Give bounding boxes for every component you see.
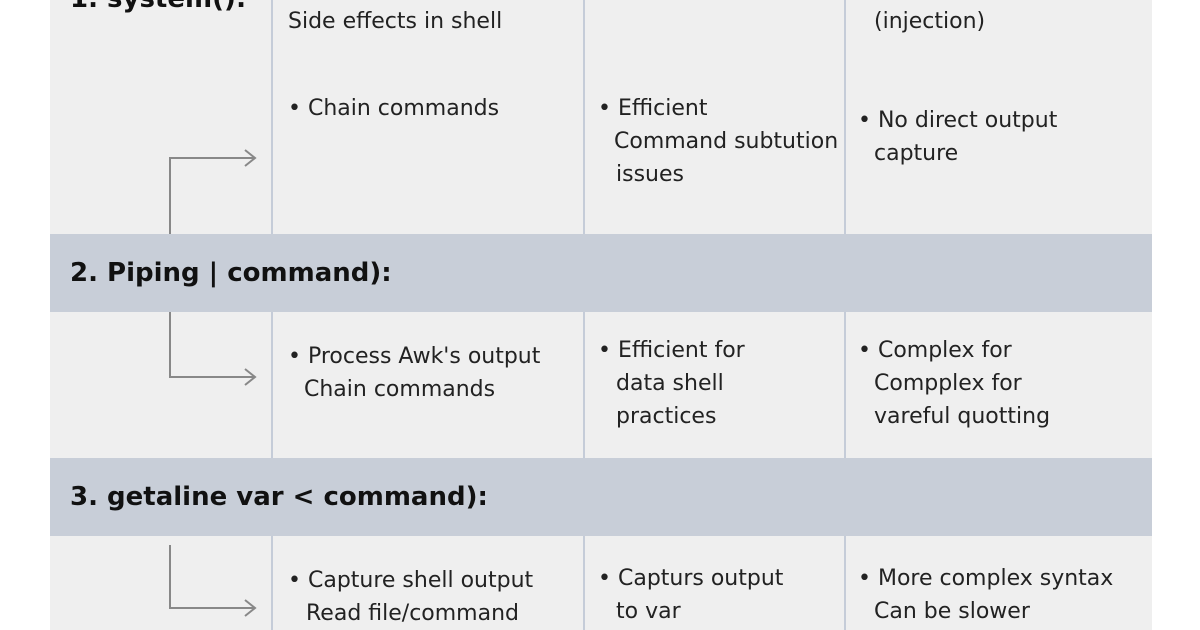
cell-line: Compplex for [874, 371, 1022, 396]
cell-line: Can be slower [874, 599, 1030, 624]
divider [271, 312, 273, 458]
cell-line: Chain commands [304, 377, 496, 402]
cell-line: data shell [616, 371, 724, 396]
cell: Side effects in shell • Chain commands [288, 5, 502, 125]
cell: (injection) • No direct output capture [858, 5, 1057, 170]
divider [583, 0, 585, 234]
section-2-title: 2. Piping | command): [70, 258, 392, 288]
cell-line: • Capturs output [598, 566, 784, 591]
divider [583, 312, 585, 458]
cell-line: (injection) [874, 9, 986, 34]
cell-line: Side effects in shell [288, 9, 503, 34]
section-3-title: 3. getaline var < command): [70, 482, 488, 512]
cell-line: • Efficient for [598, 338, 745, 363]
cell-line: Command subtution [614, 129, 839, 154]
section-1-title: 1. system(): [70, 0, 246, 14]
cell-line: practices [616, 404, 717, 429]
divider [271, 536, 273, 630]
section-2-panel [50, 312, 1152, 458]
arrow-icon [169, 149, 257, 234]
divider [844, 0, 846, 234]
cell-line: • Complex for [858, 338, 1012, 363]
divider [844, 312, 846, 458]
cell-line: to var [616, 599, 681, 624]
cell-line: vareful quotting [874, 404, 1051, 429]
cell-line: Read file/command [306, 601, 519, 626]
cell-line: capture [874, 141, 959, 166]
cell: • Capturs output to var [598, 562, 783, 628]
arrow-icon [169, 545, 257, 617]
cell-line: • Capture shell output [288, 568, 534, 593]
cell-line: • No direct output [858, 108, 1058, 133]
cell-line: • Efficient [598, 96, 708, 121]
divider [844, 536, 846, 630]
section-1-panel [50, 0, 1152, 234]
cell: • Efficient for data shell practices [598, 334, 745, 433]
arrow-icon [169, 312, 257, 386]
section-3-panel [50, 536, 1152, 630]
cell-line: issues [616, 162, 684, 187]
cell-line: • Process Awk's output [288, 344, 541, 369]
section-3-header: 3. getaline var < command): [50, 458, 1152, 536]
cell-line: • More complex syntax [858, 566, 1114, 591]
divider [271, 0, 273, 234]
section-2-header: 2. Piping | command): [50, 234, 1152, 312]
divider [583, 536, 585, 630]
cell-line: • Chain commands [288, 96, 500, 121]
